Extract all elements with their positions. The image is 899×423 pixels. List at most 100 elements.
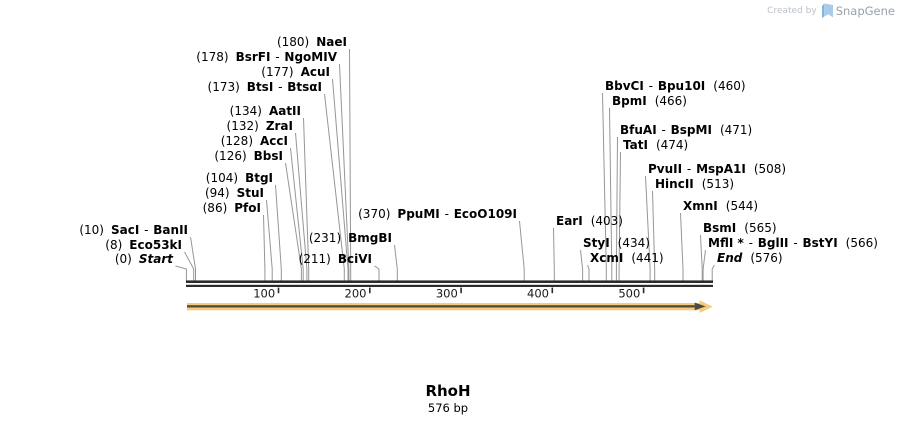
- feature-arrow-core-head: [694, 302, 706, 311]
- ruler-tick: [551, 287, 554, 294]
- enzyme-name: EcoO109I: [453, 207, 517, 221]
- leader-line: [519, 220, 525, 282]
- enzyme-name: BmgBI: [348, 231, 392, 245]
- feature-arrow-head[interactable]: [699, 300, 713, 313]
- site-position: (471): [719, 123, 753, 137]
- site-position: (370): [358, 207, 391, 221]
- leader-line: [263, 214, 266, 282]
- name-separator: -: [140, 223, 153, 237]
- site-label-mfli-bglii-bstyi[interactable]: MflI * - BglII - BstYI(566): [708, 237, 878, 250]
- name-separator: -: [644, 79, 657, 93]
- name-separator: -: [744, 236, 757, 250]
- leader-line: [652, 190, 656, 282]
- leader-line: [303, 117, 310, 282]
- site-position: (474): [655, 138, 689, 152]
- name-separator: -: [271, 50, 284, 64]
- ruler-number: 100: [253, 287, 275, 301]
- site-label-stui[interactable]: (94)StuI: [205, 187, 264, 200]
- ruler-number: 300: [436, 287, 458, 301]
- enzyme-name: XmnI: [683, 199, 718, 213]
- sequence-bar-top: [186, 280, 713, 283]
- name-separator: -: [657, 123, 670, 137]
- enzyme-name: BbvCI: [605, 79, 644, 93]
- watermark-brand: SnapGene: [835, 3, 895, 18]
- site-position: (128): [220, 134, 254, 148]
- enzyme-name: Bpu10I: [657, 79, 706, 93]
- leader-line: [374, 265, 380, 282]
- enzyme-name: AcuI: [300, 65, 330, 79]
- site-position: (178): [196, 50, 229, 64]
- leader-line: [175, 265, 187, 282]
- sequence-bar-bottom: [186, 284, 713, 287]
- leader-line: [587, 264, 590, 282]
- site-position: (576): [750, 251, 783, 265]
- site-label-end[interactable]: End(576): [717, 252, 783, 265]
- site-label-pfoi[interactable]: (86)PfoI: [203, 202, 261, 215]
- leader-line: [645, 175, 651, 282]
- leader-line: [700, 234, 703, 282]
- enzyme-name: BglII: [757, 236, 789, 250]
- site-label-pvuii-mspa1i[interactable]: PvuII - MspA1I(508): [648, 163, 786, 176]
- site-label-eari[interactable]: EarI(403): [556, 215, 623, 228]
- site-label-bfuai-bspmi[interactable]: BfuAI - BspMI(471): [620, 124, 752, 137]
- site-position: (513): [701, 177, 735, 191]
- site-label-styi[interactable]: StyI (434): [583, 237, 650, 250]
- site-label-bpmi[interactable]: BpmI(466): [612, 95, 687, 108]
- enzyme-name: PpuMI: [397, 207, 440, 221]
- enzyme-name: BanII: [153, 223, 188, 237]
- ruler-tick: [369, 287, 371, 294]
- site-label-btgi[interactable]: (104)BtgI: [206, 172, 273, 185]
- sequence-title: RhoH: [425, 382, 471, 400]
- site-label-saci-banii[interactable]: (10) SacI - BanII: [79, 224, 188, 237]
- site-label-bsmi[interactable]: BsmI(565): [703, 222, 777, 235]
- enzyme-name: BpmI: [612, 94, 647, 108]
- ruler-tick: [277, 287, 280, 294]
- enzyme-name: NaeI: [316, 35, 347, 49]
- enzyme-name: Eco53kI: [129, 238, 182, 252]
- site-label-bbsi[interactable]: (126)BbsI: [214, 150, 283, 163]
- site-label-ppumi-ecoo109i[interactable]: (370) PpuMI - EcoO109I: [358, 208, 517, 221]
- title-block: RhoH 576 bp: [425, 382, 471, 416]
- leader-line: [680, 212, 684, 282]
- site-label-bbvci-bpu10i[interactable]: BbvCI - Bpu10I(460): [605, 80, 746, 93]
- site-label-eco53ki[interactable]: (8)Eco53kI: [105, 239, 182, 252]
- site-label-bcivi[interactable]: (211) BciVI: [299, 253, 372, 266]
- site-position: (94): [204, 186, 230, 200]
- site-label-tati[interactable]: TatI(474): [623, 139, 688, 152]
- name-separator: -: [683, 162, 696, 176]
- site-position: (403): [590, 214, 623, 228]
- site-label-naei[interactable]: (180)NaeI: [277, 36, 347, 49]
- site-position: (508): [753, 162, 787, 176]
- enzyme-name: StyI: [583, 236, 610, 250]
- leader-line: [609, 107, 613, 282]
- site-position: (211): [298, 252, 331, 266]
- leader-line: [275, 184, 282, 282]
- site-label-xcmi[interactable]: XcmI(441): [590, 252, 664, 265]
- enzyme-name: BtsI: [246, 80, 274, 94]
- name-separator: -: [440, 207, 453, 221]
- enzyme-name: BspMI: [670, 123, 712, 137]
- enzyme-name: ZraI: [265, 119, 293, 133]
- name-separator: -: [274, 80, 287, 94]
- site-label-bsrfi-ngomiv[interactable]: (178)BsrFI - NgoMIV: [196, 51, 337, 64]
- site-label-hincii[interactable]: HincII(513): [655, 178, 734, 191]
- site-label-aatii[interactable]: (134)AatII: [230, 105, 301, 118]
- snapgene-logo-icon: [821, 3, 833, 18]
- site-label-btsi-btsαi[interactable]: (173)BtsI - BtsαI: [208, 81, 322, 94]
- site-label-acci[interactable]: (128)AccI: [221, 135, 288, 148]
- leader-line: [184, 251, 195, 282]
- leader-line: [290, 147, 304, 282]
- snapgene-watermark: Created by SnapGene: [767, 3, 895, 18]
- enzyme-name: BciVI: [337, 252, 372, 266]
- site-label-xmni[interactable]: XmnI(544): [683, 200, 758, 213]
- site-position: (10): [79, 223, 104, 237]
- site-position: (434): [617, 236, 650, 250]
- site-position: (134): [229, 104, 262, 118]
- site-label-acui[interactable]: (177)AcuI: [261, 66, 330, 79]
- site-label-zrai[interactable]: (132) ZraI: [227, 120, 293, 133]
- site-label-start[interactable]: (0)Start: [115, 253, 173, 266]
- site-position: (132): [226, 119, 259, 133]
- site-label-bmgbi[interactable]: (231)BmgBI: [309, 232, 392, 245]
- enzyme-name: SacI: [110, 223, 140, 237]
